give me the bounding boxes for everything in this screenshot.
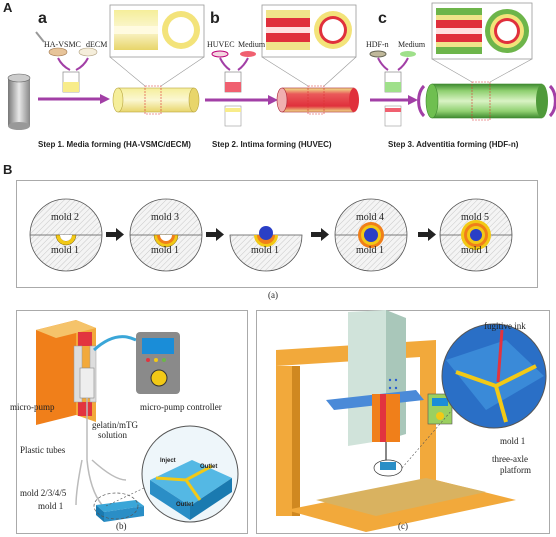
label-mold-1-c: mold 1 (500, 436, 526, 446)
step-2-label: Step 2. Intima forming (HUVEC) (212, 140, 332, 149)
printer-setup-frame (256, 310, 550, 534)
reagent-hdf-n: HDF-n (366, 40, 389, 49)
mold-step-4 (334, 198, 408, 272)
sub-label-a: a (38, 10, 47, 27)
step-a-reagents (35, 31, 98, 93)
reagent-ha-vsmc: HA-VSMC (44, 40, 81, 49)
print-head (372, 394, 400, 460)
reagent-medium-c: Medium (398, 40, 426, 49)
printer-setup-illustration (276, 310, 547, 532)
label-plastic-tubes: Plastic tubes (20, 445, 66, 455)
mold-step-5 (439, 198, 513, 272)
label-inject: Inject (160, 458, 176, 464)
label-mold-1-b: mold 1 (38, 501, 64, 511)
mold-label-top-2: mold 3 (151, 212, 180, 223)
pump-controller (92, 332, 180, 394)
label-gelatin-1: gelatin/mTG (92, 420, 138, 430)
reagent-decm: dECM (86, 40, 108, 49)
mold-label-top-4: mold 4 (356, 212, 385, 223)
caption-b: (b) (116, 521, 127, 531)
label-outlet-2: Outlet (176, 502, 194, 508)
step-b-reagents (211, 50, 256, 127)
caption-c: (c) (398, 521, 408, 531)
mold-step-1 (29, 198, 103, 272)
mold-label-bottom-1: mold 1 (51, 245, 80, 256)
printer-zoom (401, 323, 547, 469)
label-mold-2345: mold 2/3/4/5 (20, 488, 67, 498)
step-3-label: Step 3. Adventitia forming (HDF-n) (388, 140, 519, 149)
mold-sequence (29, 198, 513, 272)
pump-setup-illustration (36, 320, 239, 523)
mold-label-top-5: mold 5 (461, 212, 490, 223)
reagent-medium-b: Medium (238, 40, 266, 49)
mold-label-bottom-2: mold 1 (151, 245, 180, 256)
caption-a: (a) (268, 290, 278, 300)
mold-block (96, 500, 144, 522)
intima-tube (276, 85, 359, 115)
panel-a-illustration (7, 2, 556, 130)
label-fugitive-ink: fugitive ink (484, 321, 526, 331)
step-c-reagents (369, 50, 416, 127)
step-1-label: Step 1. Media forming (HA-VSMC/dECM) (38, 140, 191, 149)
sub-label-b: b (210, 10, 220, 27)
micro-pump (36, 320, 97, 460)
label-gelatin-2: solution (98, 430, 128, 440)
mold-label-top-1: mold 2 (51, 212, 80, 223)
mold-label-bottom-3: mold 1 (251, 245, 280, 256)
zoom-box-a (109, 4, 205, 87)
media-tube (112, 85, 200, 115)
mold-label-bottom-5: mold 1 (461, 245, 490, 256)
adventitia-tube (417, 81, 556, 121)
sub-label-c: c (378, 10, 387, 27)
plastic-tubes (75, 459, 127, 506)
label-platform-1: three-axle (492, 454, 528, 464)
label-outlet-1: Outlet (200, 464, 218, 470)
reagent-huvec: HUVEC (207, 40, 235, 49)
zoom-box-c (431, 2, 533, 83)
sequence-arrows (106, 228, 436, 241)
mold-step-2 (129, 198, 203, 272)
label-controller: micro-pump controller (140, 402, 222, 412)
mold-sequence-frame (16, 180, 538, 288)
pump-setup-frame (16, 310, 248, 534)
mold-step-3 (229, 226, 303, 272)
panel-b-letter: B (3, 162, 13, 177)
mold-zoom (105, 425, 239, 523)
mold-label-bottom-4: mold 1 (356, 245, 385, 256)
label-micro-pump: micro-pump (10, 402, 55, 412)
zoom-box-b (261, 4, 357, 87)
label-platform-2: platform (500, 465, 531, 475)
mandrel-rod (7, 73, 31, 130)
panel-a-letter: A (3, 0, 13, 15)
